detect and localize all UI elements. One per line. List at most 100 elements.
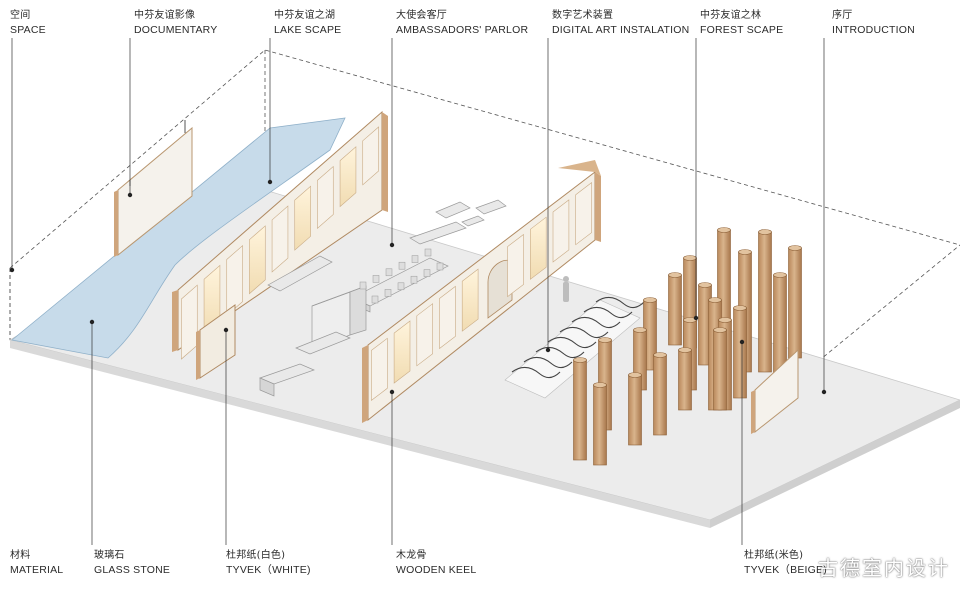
forest-column — [628, 374, 642, 446]
chair — [371, 295, 379, 304]
forest-column — [593, 384, 607, 466]
column-top — [598, 337, 612, 343]
lake-scape — [11, 117, 346, 359]
forest-column — [653, 354, 667, 436]
wave-stroke — [595, 296, 645, 309]
wave-stroke — [583, 306, 633, 319]
shelf-cells — [181, 126, 379, 360]
column-top — [653, 352, 667, 358]
column-top — [717, 227, 731, 233]
shelf-cell — [249, 225, 266, 295]
front-shelf-cell — [371, 337, 388, 402]
leader-dot — [127, 192, 133, 198]
column-top — [678, 347, 692, 353]
chair — [372, 275, 380, 283]
chair — [424, 248, 432, 257]
column-top — [733, 305, 747, 311]
chair — [436, 262, 444, 271]
chair — [397, 282, 405, 291]
label-tyvek-beige: 杜邦纸(米色)TYVEK（BEIGE) — [744, 550, 827, 576]
chair — [423, 269, 431, 277]
shelf-cell — [339, 146, 357, 208]
wave-stroke — [571, 316, 621, 329]
column-top — [738, 249, 752, 255]
column-top — [633, 327, 647, 333]
column-top — [758, 229, 772, 235]
column-top — [773, 272, 787, 278]
front-shelf-cell — [416, 303, 433, 367]
front-shelf-cell — [393, 320, 411, 384]
wave-stroke — [559, 326, 609, 339]
shelf-cell — [362, 126, 379, 186]
human-figure — [563, 276, 569, 302]
column-top — [788, 245, 802, 251]
front-shelf-cell — [575, 181, 592, 246]
wave-stroke — [511, 366, 561, 379]
shelf-cell — [226, 244, 243, 317]
chair — [384, 289, 392, 297]
wave-stroke — [547, 336, 597, 349]
leader-dot — [693, 315, 699, 321]
leader-dot — [9, 267, 15, 273]
introduction-screen — [751, 348, 799, 434]
forest-column — [573, 359, 587, 461]
forest-column — [668, 274, 682, 346]
column-top — [573, 357, 587, 363]
wave-stroke — [535, 346, 585, 359]
leader-dot — [739, 339, 745, 345]
documentary-screen — [114, 120, 193, 257]
column-top — [713, 327, 727, 333]
forest-column — [678, 349, 692, 411]
leader-dot — [267, 179, 273, 185]
front-shelf-cell — [507, 233, 524, 298]
leader-dot — [89, 319, 95, 325]
front-shelf-cells — [371, 181, 592, 402]
leader-dot — [821, 389, 827, 395]
chair — [359, 281, 367, 290]
leader-dot — [389, 389, 395, 395]
wave-stroke — [523, 356, 573, 369]
leader-dot — [545, 347, 551, 353]
shelf-cell — [294, 185, 311, 251]
chair — [411, 255, 419, 263]
column-top — [593, 382, 607, 388]
chair — [398, 261, 406, 270]
forest-column — [788, 247, 802, 359]
chair — [410, 275, 418, 284]
column-top — [683, 255, 697, 261]
leader-lines — [9, 38, 827, 545]
front-shelf-cell — [461, 268, 479, 332]
forest-column — [733, 307, 747, 399]
forest-columns — [573, 227, 802, 466]
front-shelf-cell — [552, 199, 570, 263]
front-shelf-cell — [530, 216, 547, 280]
front-shelf-cell — [439, 285, 456, 350]
shelf-cell — [317, 165, 334, 230]
watermark-text: 古德室内设计 — [818, 556, 950, 580]
leader-dot — [389, 242, 395, 248]
column-top — [643, 297, 657, 303]
column-top — [628, 372, 642, 378]
forest-column — [713, 329, 727, 411]
column-top — [668, 272, 682, 278]
forest-column — [758, 231, 772, 373]
leader-dot — [223, 327, 229, 333]
dining-chairs — [359, 248, 444, 304]
column-top — [698, 282, 712, 288]
label-tyvek-white: 杜邦纸(白色)TYVEK（WHITE) — [226, 550, 311, 576]
digital-art-installation — [504, 296, 645, 399]
chair — [385, 268, 393, 277]
column-top — [718, 317, 732, 323]
